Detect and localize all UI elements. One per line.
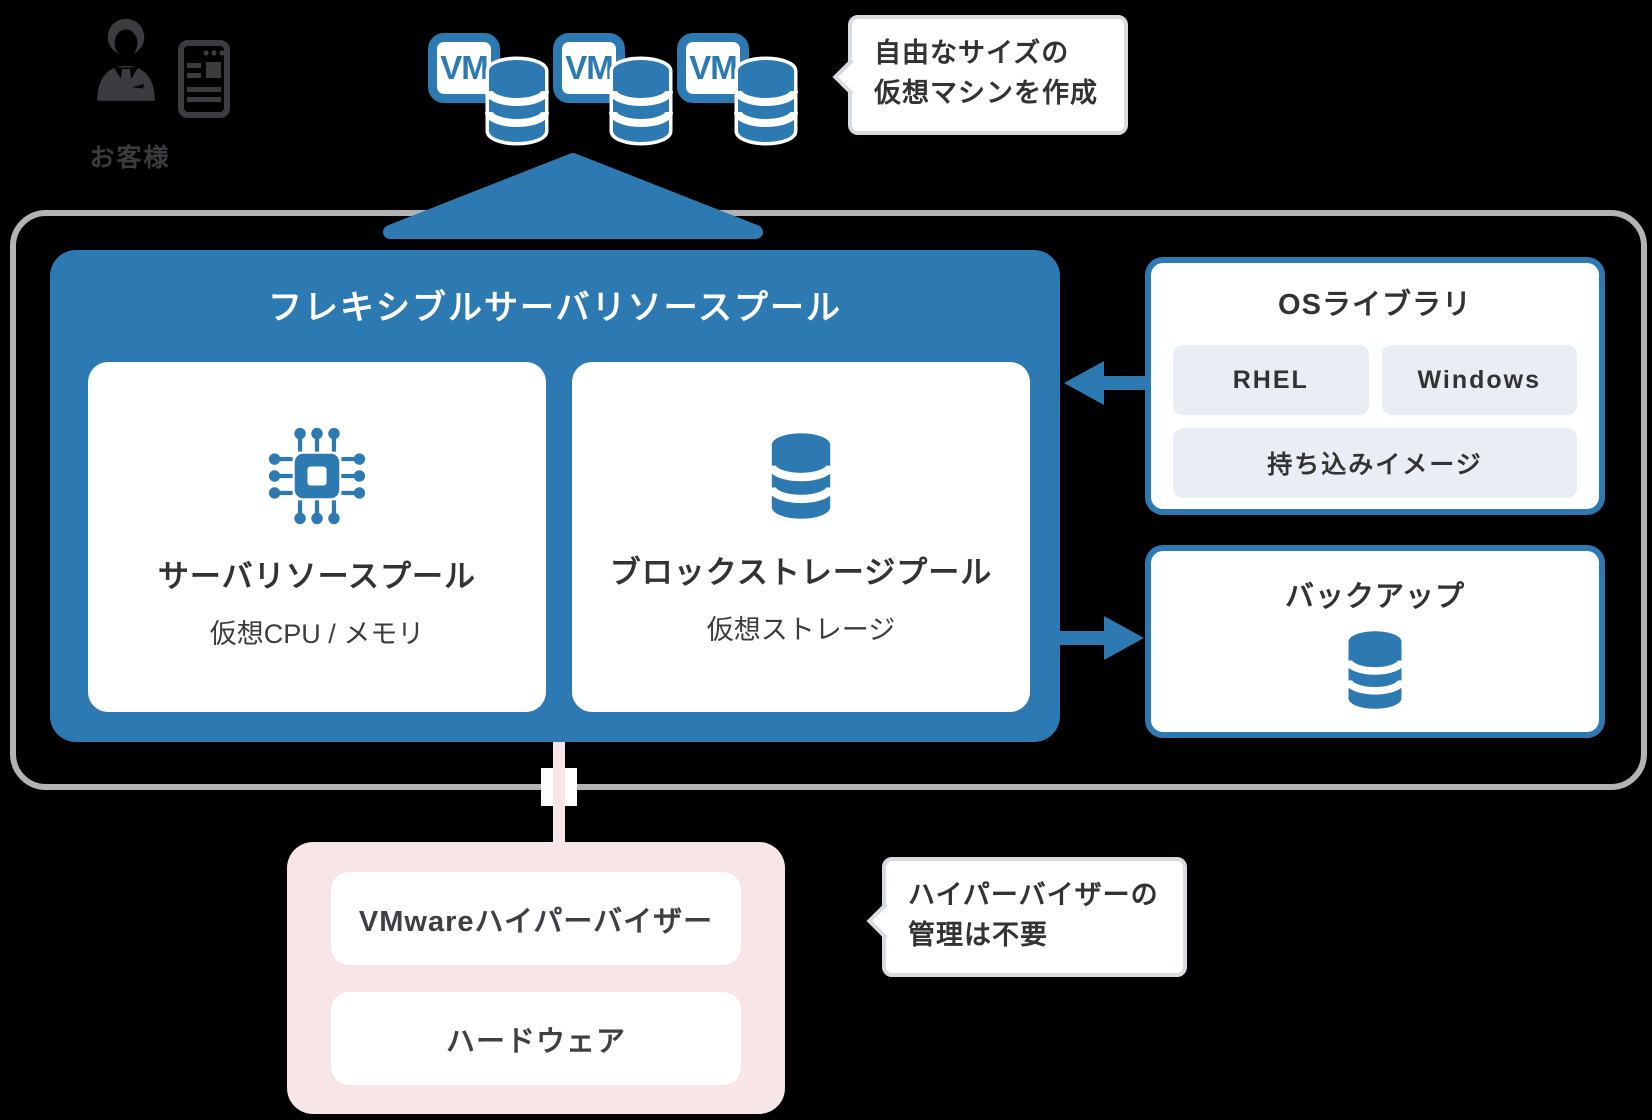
os-library-title: OSライブラリ <box>1278 289 1472 321</box>
vm-label: VM <box>565 49 613 86</box>
backup-cylinder-icon <box>1344 631 1406 709</box>
vm-storage-cylinder-icon <box>485 56 549 146</box>
block-storage-subtitle: 仮想ストレージ <box>706 615 896 645</box>
hypervisor-stack: VMwareハイパーバイザー ハードウェア <box>287 842 785 1114</box>
vmware-hypervisor-card: VMwareハイパーバイザー <box>331 872 741 965</box>
callout-tail <box>866 902 904 940</box>
callout-tail <box>832 58 870 96</box>
storage-cylinder-icon <box>767 433 835 519</box>
callout-line: ハイパーバイザーの <box>908 880 1159 910</box>
hypervisor-callout: ハイパーバイザーの 管理は不要 <box>866 857 1187 977</box>
os-library-arrow <box>1064 361 1148 405</box>
vm-label: VM <box>440 49 488 86</box>
backup-arrow <box>1058 616 1144 660</box>
os-chip-byoi: 持ち込みイメージ <box>1173 428 1577 498</box>
callout-line: 管理は不要 <box>908 920 1048 950</box>
backup-title: バックアップ <box>1284 581 1465 613</box>
os-chip-rhel: RHEL <box>1173 345 1369 415</box>
vm-label: VM <box>689 49 737 86</box>
flexible-pool-box: フレキシブルサーバリソースプール <box>50 250 1060 742</box>
vm-storage-cylinder-icon <box>609 56 673 146</box>
vm-create-callout: 自由なサイズの 仮想マシンを作成 <box>832 15 1128 135</box>
vm-badge: VM <box>553 33 625 103</box>
outer-frame <box>10 210 1647 790</box>
callout-line: 仮想マシンを作成 <box>874 78 1098 108</box>
hardware-label: ハードウェア <box>445 1025 626 1058</box>
customer-person-icon <box>97 18 155 101</box>
vm-badge: VM <box>428 33 500 103</box>
block-storage-title: ブロックストレージプール <box>609 555 993 590</box>
server-pool-title: サーバリソースプール <box>157 559 477 594</box>
up-arrow <box>383 153 763 239</box>
customer-label: お客様 <box>89 144 171 172</box>
server-pool-card: サーバリソースプール 仮想CPU / メモリ <box>88 362 546 712</box>
server-pool-subtitle: 仮想CPU / メモリ <box>209 619 425 649</box>
hardware-card: ハードウェア <box>331 992 741 1085</box>
os-chip-windows: Windows <box>1381 345 1577 415</box>
vmware-hypervisor-label: VMwareハイパーバイザー <box>358 905 714 938</box>
os-library-box: OSライブラリ RHEL Windows 持ち込みイメージ <box>1145 257 1605 515</box>
browser-window-icon <box>178 40 230 118</box>
pool-title: フレキシブルサーバリソースプール <box>268 289 842 327</box>
hypervisor-connector <box>553 742 565 844</box>
vm-storage-cylinder-icon <box>734 56 798 146</box>
cpu-chip-icon <box>268 427 366 525</box>
backup-box: バックアップ <box>1145 545 1605 738</box>
callout-line: 自由なサイズの <box>874 38 1070 68</box>
block-storage-card: ブロックストレージプール 仮想ストレージ <box>572 362 1030 712</box>
